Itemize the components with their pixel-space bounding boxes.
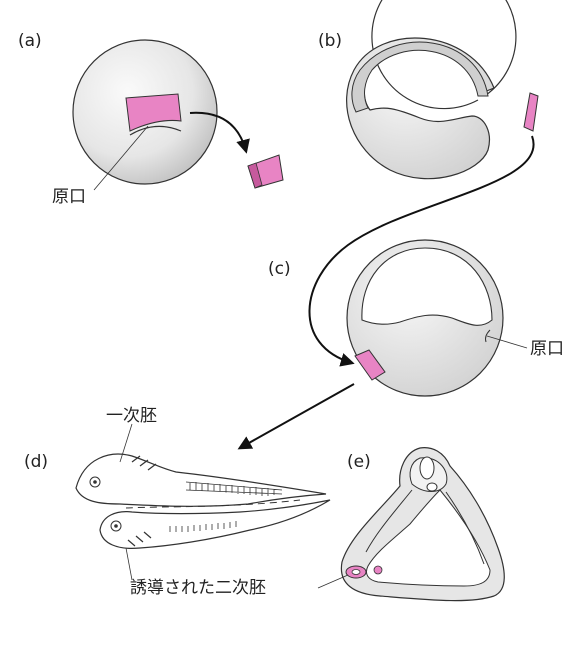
host-shell-b <box>371 0 517 110</box>
graft-insert-c <box>354 349 386 381</box>
primary-notochord <box>426 482 438 492</box>
arrow-c-to-d <box>237 383 355 450</box>
host-shell-band-b <box>351 41 489 113</box>
arrow-b-to-c <box>308 135 535 367</box>
primary-neural-tube <box>419 456 435 480</box>
section-cavity <box>365 489 491 587</box>
induced-embryo-label: 誘導された二次胚 <box>130 578 266 598</box>
panel-label-d: (d) <box>24 452 49 472</box>
fusion-line <box>125 499 301 509</box>
panel-a <box>72 39 284 191</box>
primary-somites <box>185 481 283 496</box>
host-inner-c <box>361 247 493 326</box>
blastopore-notch-c <box>485 329 491 343</box>
panel-c <box>237 239 528 450</box>
secondary-notochord <box>373 565 383 575</box>
primary-embryo-body <box>75 453 327 507</box>
secondary-neural-tube-lumen <box>351 569 361 575</box>
secondary-eye-pupil <box>114 524 118 528</box>
graft-insert-b <box>523 92 539 132</box>
secondary-leader <box>125 547 133 581</box>
arrow-a-to-graft <box>189 111 250 154</box>
panel-b <box>308 0 539 367</box>
panel-d <box>75 423 331 581</box>
panel-label-a: (a) <box>18 31 42 51</box>
section-band-left <box>365 489 413 553</box>
section-band-right <box>445 491 485 565</box>
blastopore-label-a: 原口 <box>52 187 86 207</box>
host-wall-b <box>346 37 495 180</box>
panel-label-b: (b) <box>318 31 343 51</box>
secondary-embryo-body <box>99 499 331 549</box>
secondary-somites <box>169 521 237 532</box>
primary-embryo-label: 一次胚 <box>106 406 157 426</box>
blastopore-lip-a <box>129 125 182 136</box>
blastopore-leader-a <box>93 125 149 191</box>
primary-eye-pupil <box>93 480 97 484</box>
panel-label-c: (c) <box>268 259 291 279</box>
graft-region-a <box>125 93 182 132</box>
blastopore-label-c: 原口 <box>530 339 564 359</box>
primary-gills <box>131 455 157 471</box>
primary-leader <box>119 423 133 463</box>
section-leader <box>317 574 349 589</box>
excised-graft-side <box>247 162 263 189</box>
panel-e <box>317 447 505 602</box>
panel-label-e: (e) <box>347 452 371 472</box>
secondary-gills <box>127 531 152 547</box>
blastopore-leader-c <box>486 335 528 349</box>
